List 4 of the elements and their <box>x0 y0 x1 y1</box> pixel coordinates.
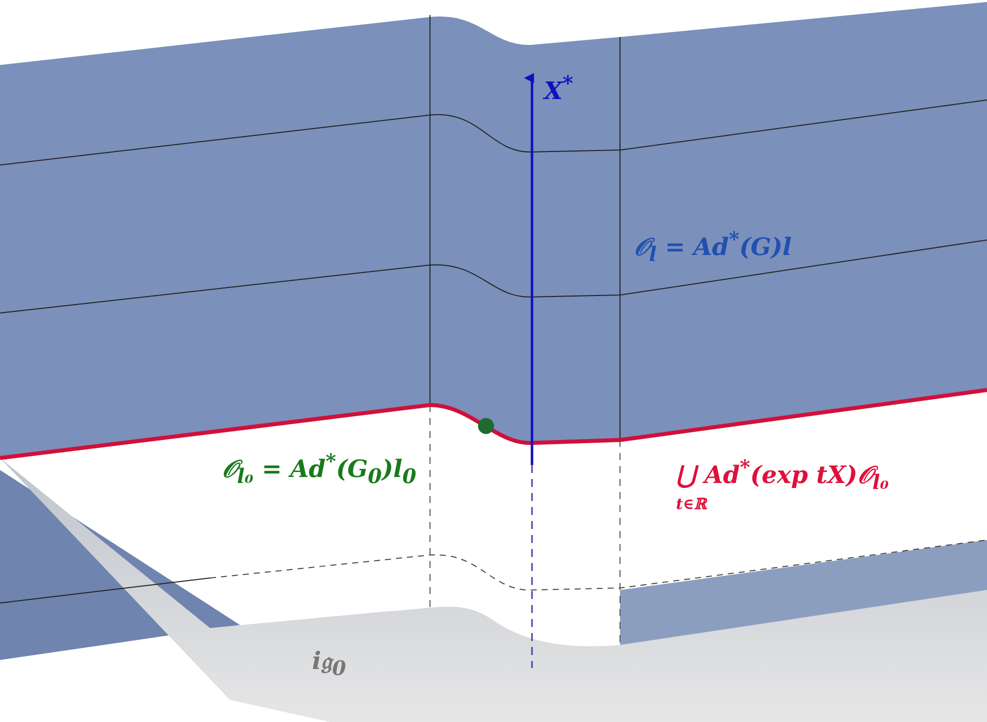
axis-label: X$^{*}$ <box>544 72 574 104</box>
orbit-formula: 𝒪$_{l}$ = Ad$^{*}$(G)l <box>634 228 792 265</box>
plane-label: i𝔤$_{0}$ <box>312 648 346 679</box>
orbit-formula: 𝒪$_{l₀}$ = Ad$^{*}$(G$_{0}$)l$_{0}$ <box>222 450 416 487</box>
